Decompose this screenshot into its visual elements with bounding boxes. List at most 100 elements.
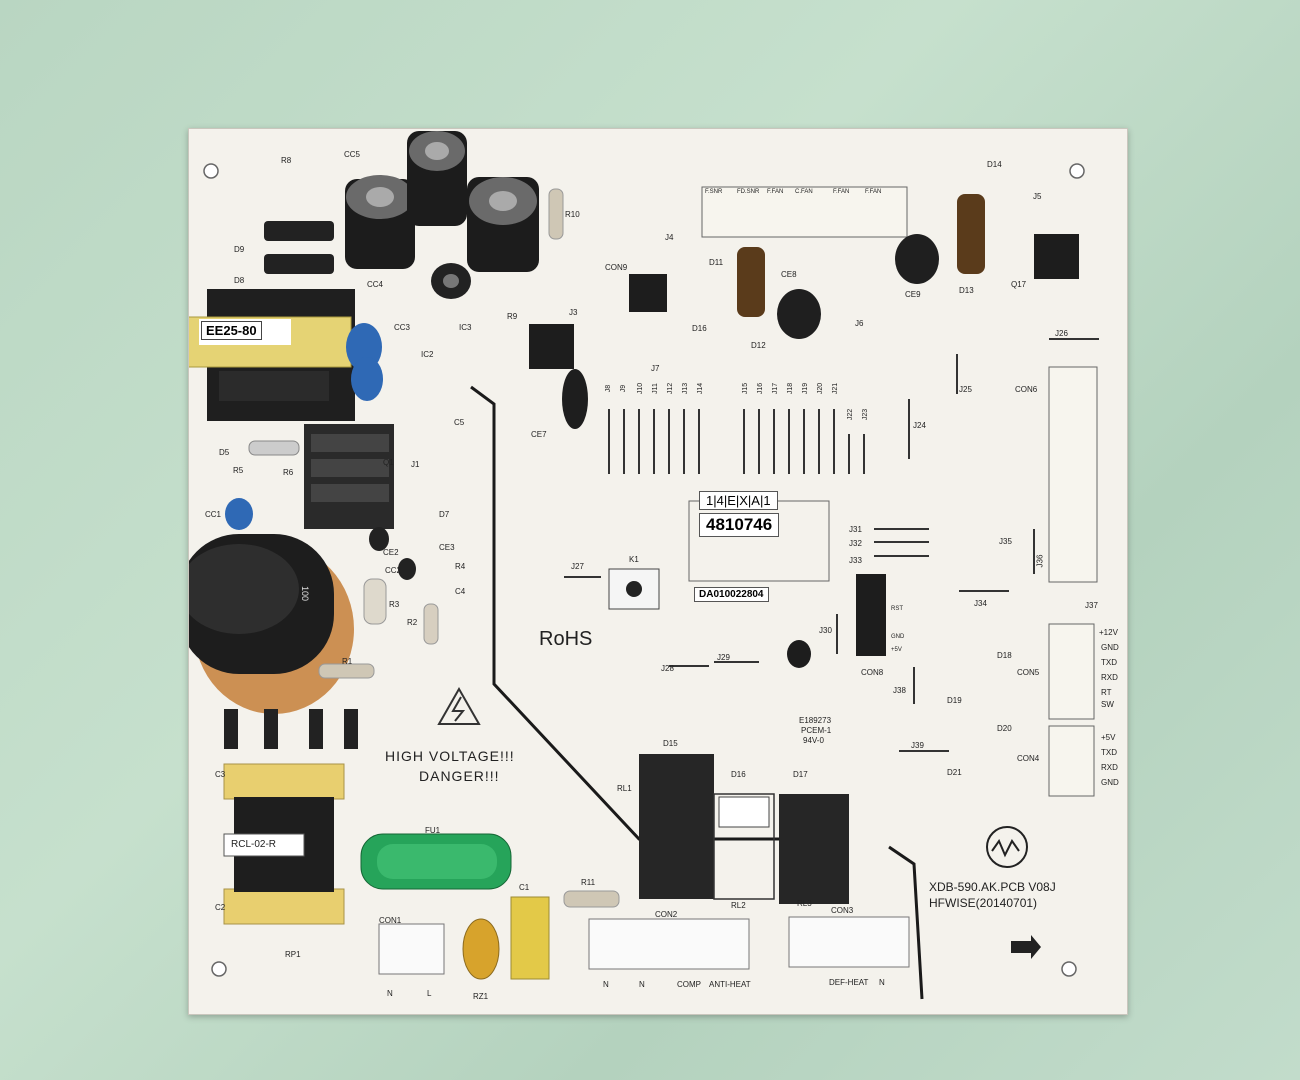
jumper-label: J22 (847, 408, 855, 421)
con1-pin: L (427, 989, 432, 998)
jumper-label: J9 (620, 384, 628, 393)
ref-rl1: RL1 (617, 784, 632, 793)
jumper-label: J19 (802, 382, 810, 395)
ref-j33: J33 (849, 556, 862, 565)
inductor-coil (737, 247, 765, 317)
ref-r1: R1 (342, 657, 353, 666)
ref-d5: D5 (219, 448, 230, 457)
ref-r3: R3 (389, 600, 400, 609)
ref-j38: J38 (893, 686, 906, 695)
ref-j28: J28 (661, 664, 674, 673)
ref-d12: D12 (751, 341, 766, 350)
con2-pin: COMP (677, 980, 701, 989)
ref-d17: D17 (793, 770, 808, 779)
ref-d20: D20 (997, 724, 1012, 733)
bulk-capacitor (189, 534, 354, 714)
ref-d9: D9 (234, 245, 245, 254)
ref-d7: D7 (439, 510, 450, 519)
capacitor-cc (407, 131, 467, 226)
ref-c3: C3 (215, 770, 226, 779)
con3-pin: N (879, 978, 885, 987)
con8-pin: RST (891, 606, 903, 612)
ref-con1: CON1 (379, 916, 402, 925)
date-code: HFWISE(20140701) (929, 896, 1038, 910)
model-number: XDB-590.AK.PCB V08J (929, 880, 1056, 894)
ref-j35: J35 (999, 537, 1012, 546)
ref-cc5: CC5 (344, 150, 361, 159)
ref-j31: J31 (849, 525, 862, 534)
capacitor-ce9 (895, 234, 939, 284)
con7-pin: F.FAN (767, 189, 784, 195)
ref-ic2: IC2 (421, 350, 434, 359)
ul-line2: PCEM-1 (801, 726, 832, 735)
varistor (462, 918, 500, 980)
mounting-hole (1069, 163, 1085, 179)
ref-cc3: CC3 (394, 323, 411, 332)
ref-c2: C2 (215, 903, 226, 912)
sticker-serial: 4810746 (699, 513, 780, 537)
con4-connector (1048, 725, 1095, 797)
con6-connector (1048, 366, 1098, 583)
con5-connector (1048, 623, 1095, 720)
pcb-artwork (189, 131, 1099, 1000)
sticker-top: 1|4|E|X|A|1 (699, 491, 778, 510)
ref-c5: C5 (454, 418, 465, 427)
con8-header (856, 574, 886, 656)
jumper-label: J11 (651, 383, 659, 394)
diode (264, 254, 334, 274)
ref-cc1: CC1 (205, 510, 222, 519)
con2-pin: N (603, 980, 609, 989)
ref-con3: CON3 (831, 906, 854, 915)
inductor-coil (957, 194, 985, 274)
relay-rl3 (779, 794, 849, 904)
ref-ce3: CE3 (439, 543, 455, 552)
ul-mark: E189273 (799, 716, 832, 725)
ref-j25: J25 (959, 385, 972, 394)
con5-pin: TXD (1101, 658, 1117, 667)
con7-pin: FD.SNR (737, 189, 760, 195)
ref-j5: J5 (1033, 192, 1042, 201)
ref-j4: J4 (665, 233, 674, 242)
con5-pin: RT (1101, 688, 1112, 697)
danger-text: DANGER!!! (419, 768, 500, 784)
ref-r5: R5 (233, 466, 244, 475)
con4-pin: GND (1101, 778, 1119, 787)
ref-j34: J34 (974, 599, 987, 608)
con1-pin: N (387, 989, 393, 998)
jumper-label: J16 (757, 382, 765, 395)
ref-k1: K1 (629, 555, 639, 564)
ref-con5: CON5 (1017, 668, 1040, 677)
y-capacitor (351, 357, 383, 401)
capacitor-ce7 (562, 369, 588, 429)
ref-j26: J26 (1055, 329, 1068, 338)
emi-filter (223, 763, 345, 925)
relay-rl1 (639, 754, 714, 899)
ref-j29: J29 (717, 653, 730, 662)
ref-r9: R9 (507, 312, 518, 321)
con8-pin: GND (891, 634, 905, 640)
ref-d19: D19 (947, 696, 962, 705)
transformer (189, 289, 355, 421)
regulator (629, 274, 667, 312)
con5-pin: GND (1101, 643, 1119, 652)
con5-pin: +12V (1099, 628, 1118, 637)
ref-r10: R10 (565, 210, 580, 219)
con7-pin: F.SNR (705, 189, 723, 195)
ref-ce2: CE2 (383, 548, 399, 557)
con2-pin: ANTI-HEAT (709, 980, 751, 989)
ul-line3: 94V-0 (803, 736, 824, 745)
ref-d18: D18 (997, 651, 1012, 660)
jumper-label: J10 (637, 382, 645, 395)
con2-connector (588, 918, 750, 970)
bulk-cap-text: 100 (300, 585, 311, 602)
jumper-lines (564, 338, 1099, 752)
regulator (529, 324, 574, 369)
capacitor-cc (345, 175, 415, 269)
ref-d15: D15 (663, 739, 678, 748)
jumper-label: J23 (862, 408, 870, 421)
jumper-label: J18 (787, 382, 795, 395)
jumper-label: J14 (697, 382, 705, 395)
ref-q1: Q1 (383, 458, 394, 467)
ref-j24: J24 (913, 421, 926, 430)
ref-cc4: CC4 (367, 280, 384, 289)
